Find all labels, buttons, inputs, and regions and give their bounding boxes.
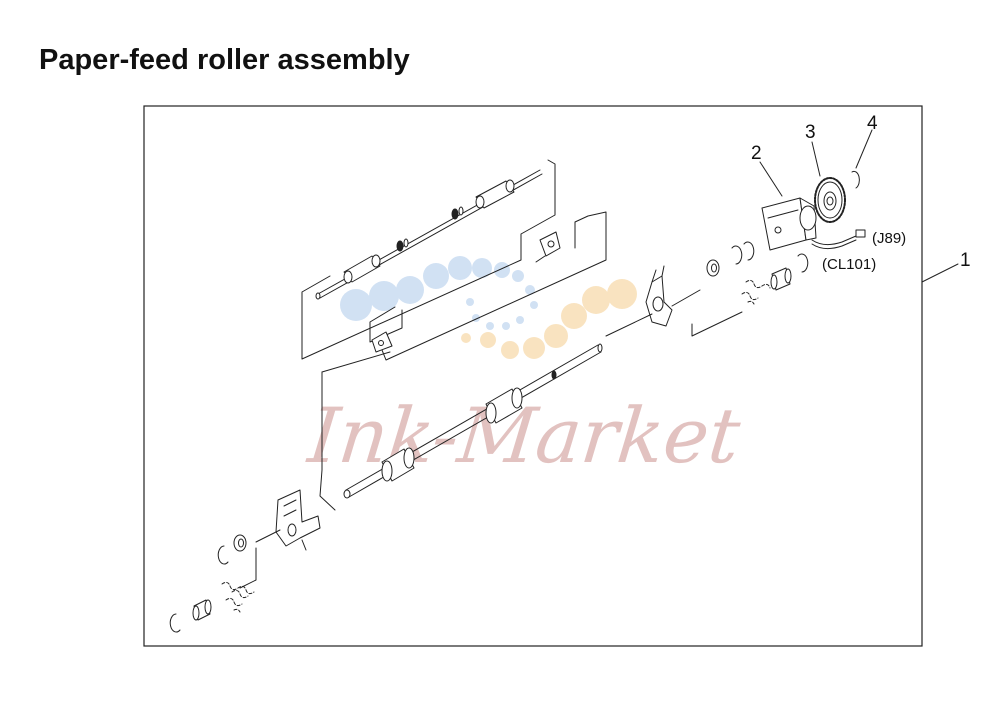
e-ring-left-lower xyxy=(169,613,181,633)
feed-roller-right xyxy=(485,387,523,424)
gear-bushing-left xyxy=(192,599,212,621)
clutch-gear xyxy=(814,177,846,223)
upper-roller-right xyxy=(475,179,515,209)
callout-1: 1 xyxy=(960,250,971,271)
bushing-left xyxy=(233,534,247,552)
clutch-body xyxy=(761,197,817,251)
e-ring-clutch xyxy=(851,170,860,189)
clutch-wire-harness xyxy=(811,235,857,246)
connector-plug xyxy=(855,229,866,238)
gear-bushing-right xyxy=(770,267,792,291)
e-ring-right-b xyxy=(743,241,755,261)
callout-3: 3 xyxy=(805,122,816,143)
page-title: Paper-feed roller assembly xyxy=(39,44,410,76)
callout-2: 2 xyxy=(751,143,762,164)
right-side-bracket xyxy=(605,265,743,337)
connector-label-j89: (J89) xyxy=(872,230,906,247)
mid-guide-outline xyxy=(319,211,607,511)
watermark-text: Ink-Market xyxy=(303,391,745,480)
e-ring-left-upper xyxy=(217,545,229,565)
clutch-assembly xyxy=(761,170,866,251)
e-ring-right-c xyxy=(797,253,809,273)
spring-left xyxy=(221,581,255,613)
leader-lines xyxy=(759,129,959,283)
connector-label-cl101: (CL101) xyxy=(822,256,876,273)
watermark-dots xyxy=(340,256,637,359)
upper-roller-left xyxy=(343,254,381,284)
e-ring-right-a xyxy=(731,245,743,265)
bushing-right xyxy=(706,259,720,277)
spring-right xyxy=(741,279,771,305)
right-hardware xyxy=(706,241,809,305)
main-feed-roller-shaft xyxy=(343,343,603,499)
feed-roller-left xyxy=(381,447,415,482)
left-hardware xyxy=(169,534,255,633)
watermark: Ink-Market xyxy=(303,256,745,480)
upper-roller-shaft xyxy=(301,159,561,360)
diagram-frame xyxy=(143,105,923,647)
callout-4: 4 xyxy=(867,113,878,134)
left-side-bracket xyxy=(239,489,321,589)
